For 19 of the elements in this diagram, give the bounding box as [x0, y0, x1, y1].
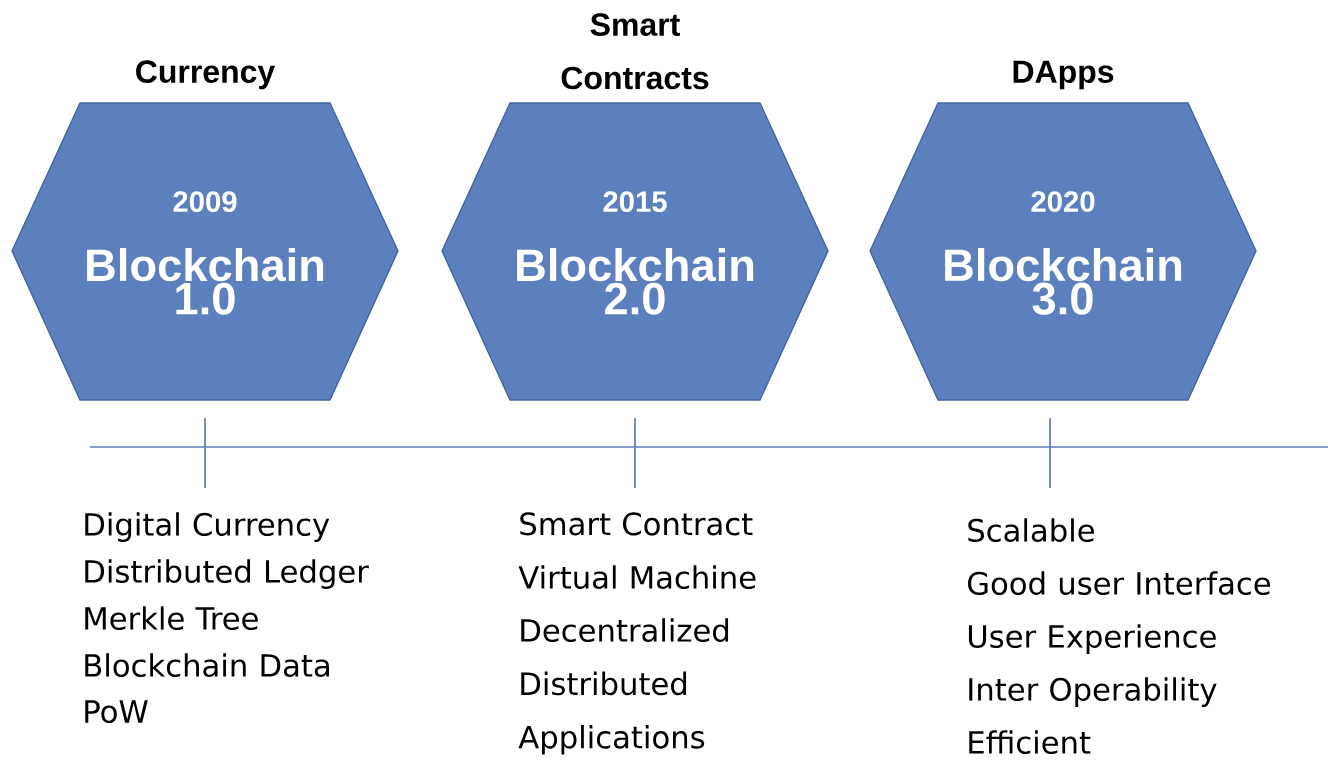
list-item: User Experience: [968, 624, 1216, 654]
list-item: Merkle Tree: [85, 606, 258, 630]
heading: Smart Contracts: [561, 13, 709, 90]
list-item: Blockchain Data: [85, 653, 329, 677]
list-item: Scalable: [968, 518, 1094, 542]
hexagon: 2020 Blockchain 3.0: [869, 102, 1257, 401]
list-item: Decentralized Distributed Applications: [518, 618, 729, 755]
heading: DApps: [1013, 60, 1114, 90]
list-item: PoW: [85, 700, 148, 724]
hexagon: 2009 Blockchain 1.0: [11, 102, 399, 401]
list-item: Efficient: [969, 730, 1091, 754]
list-item: Digital Currency: [85, 512, 330, 542]
list-item: Smart Contract: [520, 512, 753, 536]
heading: Currency: [136, 60, 276, 90]
list-item: Distributed Ledger: [85, 559, 369, 589]
list-item: Virtual Machine: [518, 565, 756, 589]
list-item: Good user Interface: [968, 571, 1271, 595]
hexagon: 2015 Blockchain 2.0: [441, 102, 829, 401]
list-item: Inter Operability: [969, 677, 1217, 707]
